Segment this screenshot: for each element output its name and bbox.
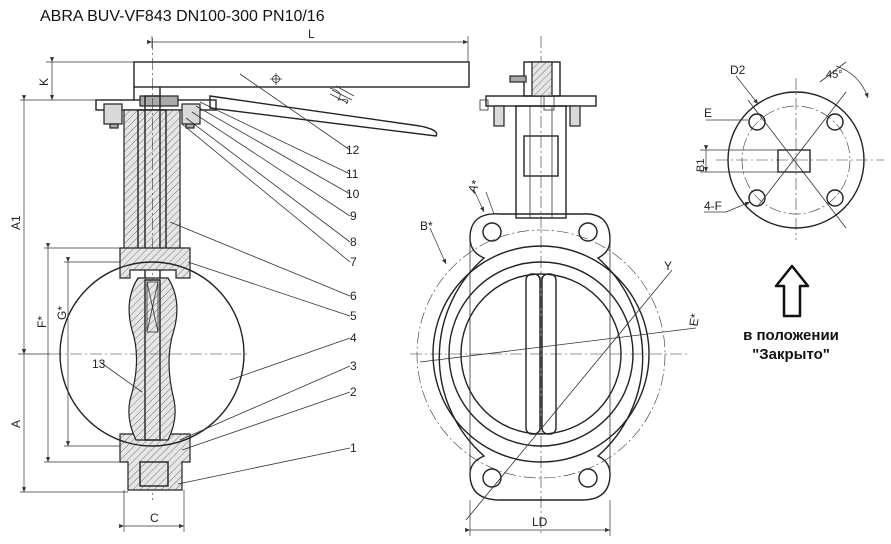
part-number-13: 13	[92, 357, 106, 371]
part-number-10: 10	[346, 187, 360, 201]
dim-D2: D2	[730, 63, 746, 77]
dim-A: A	[9, 420, 23, 428]
part-number-12: 12	[346, 143, 360, 157]
dim-Y: Y	[664, 259, 672, 273]
dim-angle: 45°	[826, 69, 843, 81]
dim-4F: 4-F	[704, 199, 722, 213]
drawing-title: ABRA BUV-VF843 DN100-300 PN10/16	[40, 8, 325, 25]
flange-detail-view: 45° D2 E B1 4-F	[695, 61, 884, 240]
part-number-5: 5	[350, 309, 357, 323]
dim-K: K	[37, 78, 51, 86]
note-line-1: в положении	[743, 327, 839, 344]
up-arrow-outline-icon	[774, 264, 810, 318]
dim-F: F*	[35, 316, 49, 328]
section-view: L K A1 A F* G* C	[9, 27, 470, 532]
part-number-7: 7	[350, 255, 357, 269]
part-number-3: 3	[350, 359, 357, 373]
part-number-11: 11	[346, 167, 359, 181]
closed-position-note: в положении "Закрыто"	[728, 326, 854, 364]
dim-E: E	[704, 106, 712, 120]
part-number-9: 9	[350, 209, 357, 223]
part-leaders	[99, 73, 351, 485]
dim-LD: LD	[532, 515, 548, 529]
part-number-1: 1	[350, 441, 357, 455]
part-number-8: 8	[350, 235, 357, 249]
part-number-4: 4	[350, 331, 357, 345]
dim-B-star: B*	[420, 219, 433, 233]
dim-A1: A1	[9, 215, 23, 230]
dim-E-star: E*	[686, 312, 702, 327]
dim-C: C	[150, 511, 159, 525]
note-line-2: "Закрыто"	[752, 346, 830, 363]
dim-A-star: A*	[465, 178, 483, 196]
dim-L: L	[308, 27, 315, 41]
dim-B1: B1	[695, 159, 707, 172]
front-view: Y E* A* B* LD	[410, 36, 702, 536]
part-number-6: 6	[350, 289, 357, 303]
handle-lever	[133, 61, 470, 137]
part-number-2: 2	[350, 385, 357, 399]
dim-G: G*	[55, 306, 69, 320]
